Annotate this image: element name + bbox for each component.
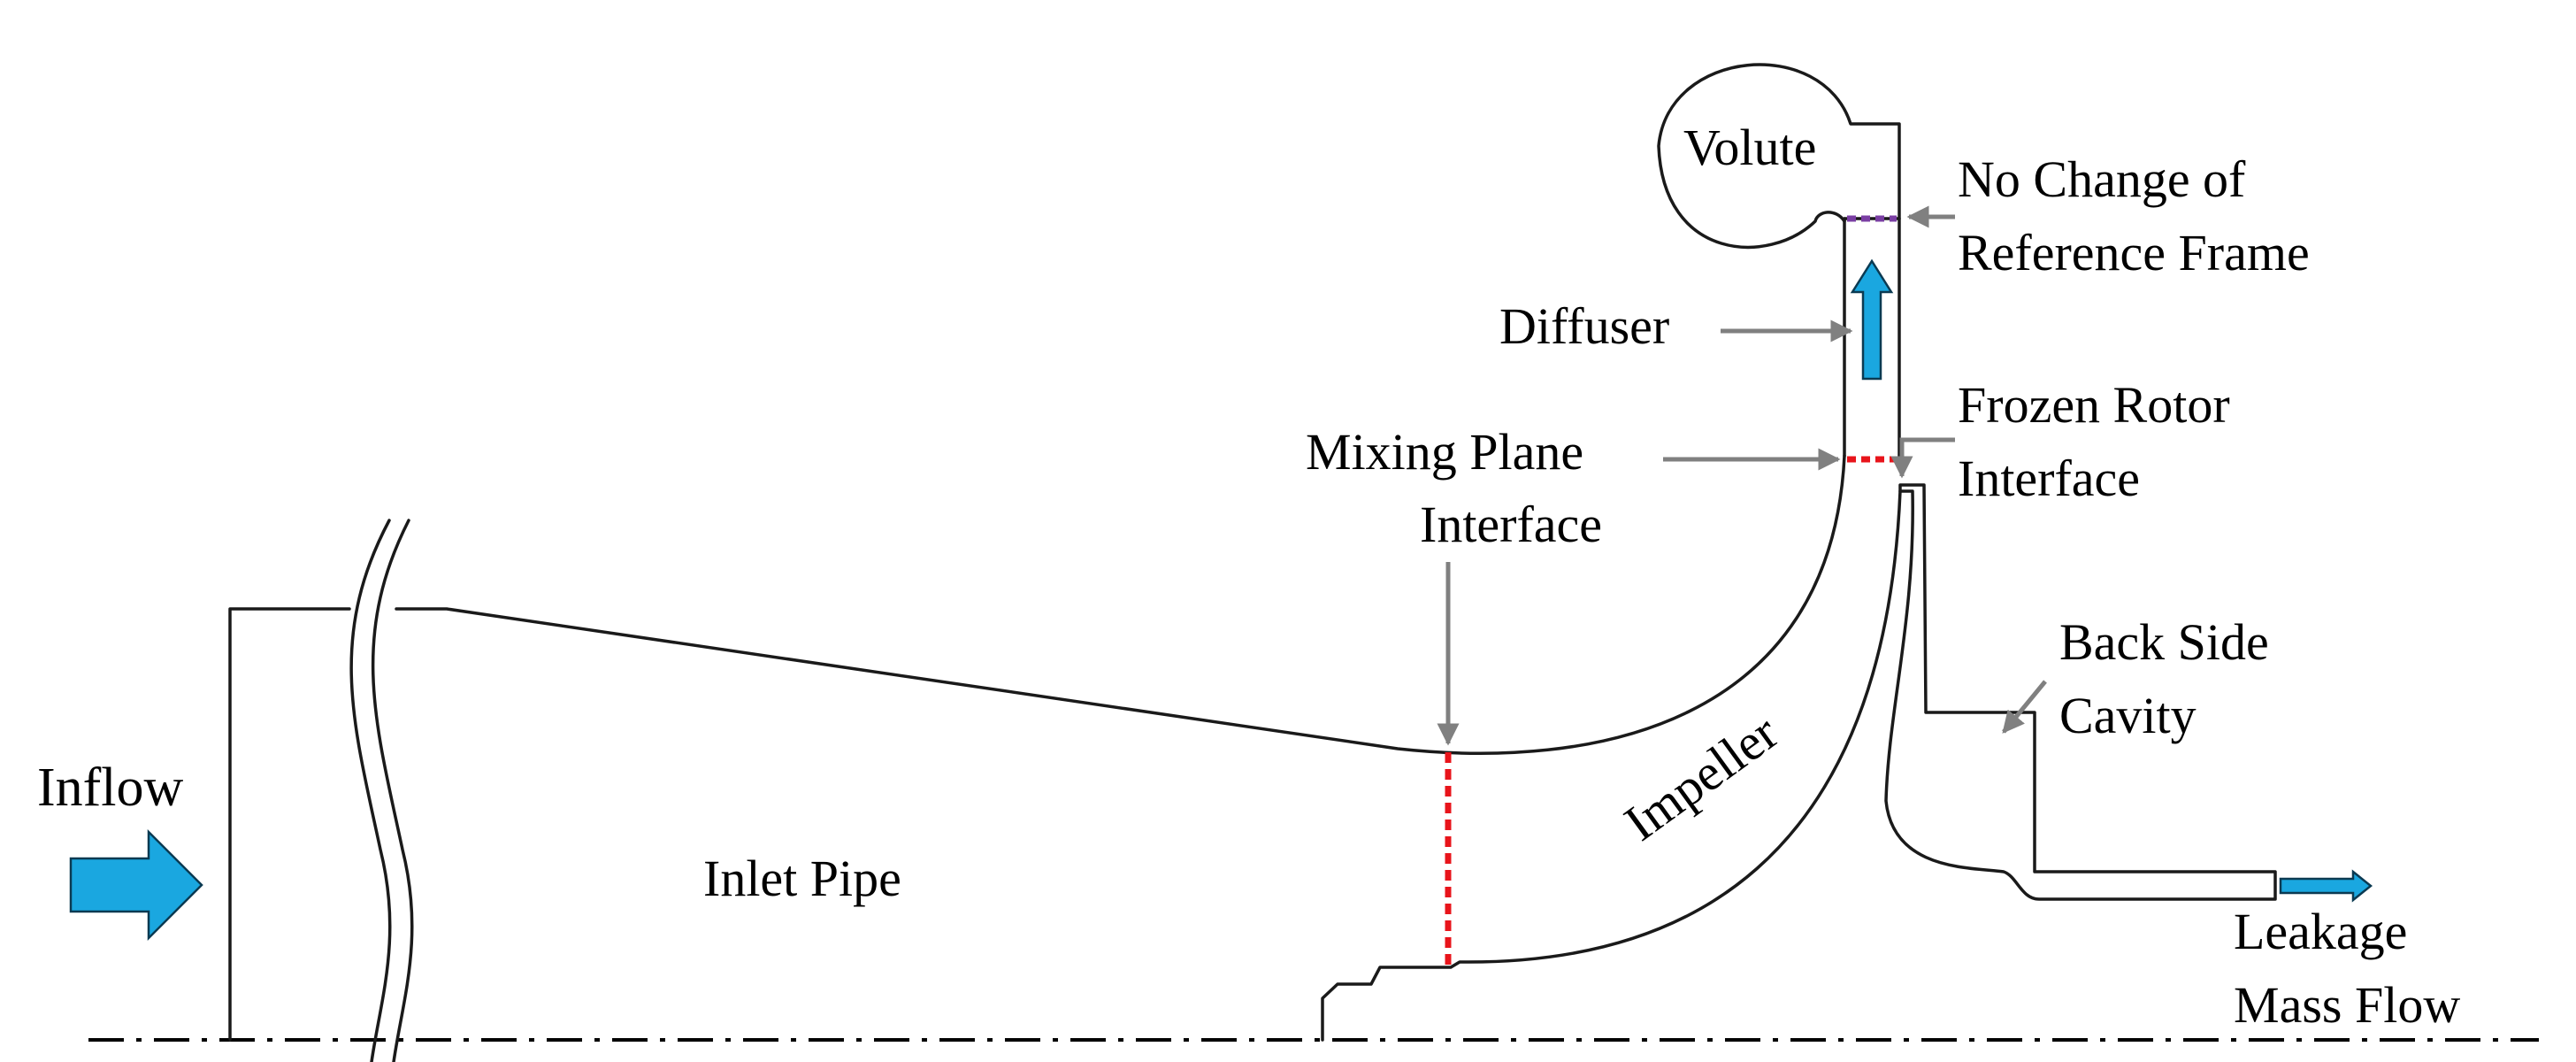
inlet-pipe-label: Inlet Pipe xyxy=(703,850,901,907)
no-change-label-line-2: Reference Frame xyxy=(1958,224,2310,281)
frozen-rotor-pointer-arrow xyxy=(1890,437,1955,479)
mixing-plane-label-line-2: Interface xyxy=(1420,496,1602,553)
back-side-label-line-2: Cavity xyxy=(2059,687,2196,744)
frozen-rotor-label-line-1: Frozen Rotor xyxy=(1958,376,2230,434)
volute-outline xyxy=(1657,63,1901,250)
inflow-arrow-icon xyxy=(69,828,203,942)
pipe-break-symbol xyxy=(349,519,392,1062)
back-side-cavity-outline xyxy=(1884,483,2277,901)
leakage-label-line-2: Mass Flow xyxy=(2234,976,2460,1034)
back-side-pointer-arrow xyxy=(2002,680,2047,734)
mixing-plane-label-line-1: Mixing Plane xyxy=(1306,423,1583,481)
inflow-label: Inflow xyxy=(37,758,184,818)
diffuser-flow-arrow-icon xyxy=(1850,258,1894,381)
frozen-rotor-label-line-2: Interface xyxy=(1958,450,2140,507)
impeller-hub-wall xyxy=(1321,489,1902,1042)
inlet-pipe-left-wall xyxy=(228,607,351,1042)
no-change-label-line-1: No Change of xyxy=(1958,150,2246,208)
back-side-label-line-1: Back Side xyxy=(2059,613,2269,671)
volute-label: Volute xyxy=(1683,119,1816,176)
diffuser-label: Diffuser xyxy=(1499,297,1669,355)
inlet-shroud-wall xyxy=(395,454,1846,755)
leakage-arrow-icon xyxy=(2279,869,2373,903)
impeller-label: Impeller xyxy=(1614,703,1788,851)
pipe-break-symbol-2 xyxy=(371,519,414,1062)
leakage-label-line-1: Leakage xyxy=(2234,903,2407,960)
